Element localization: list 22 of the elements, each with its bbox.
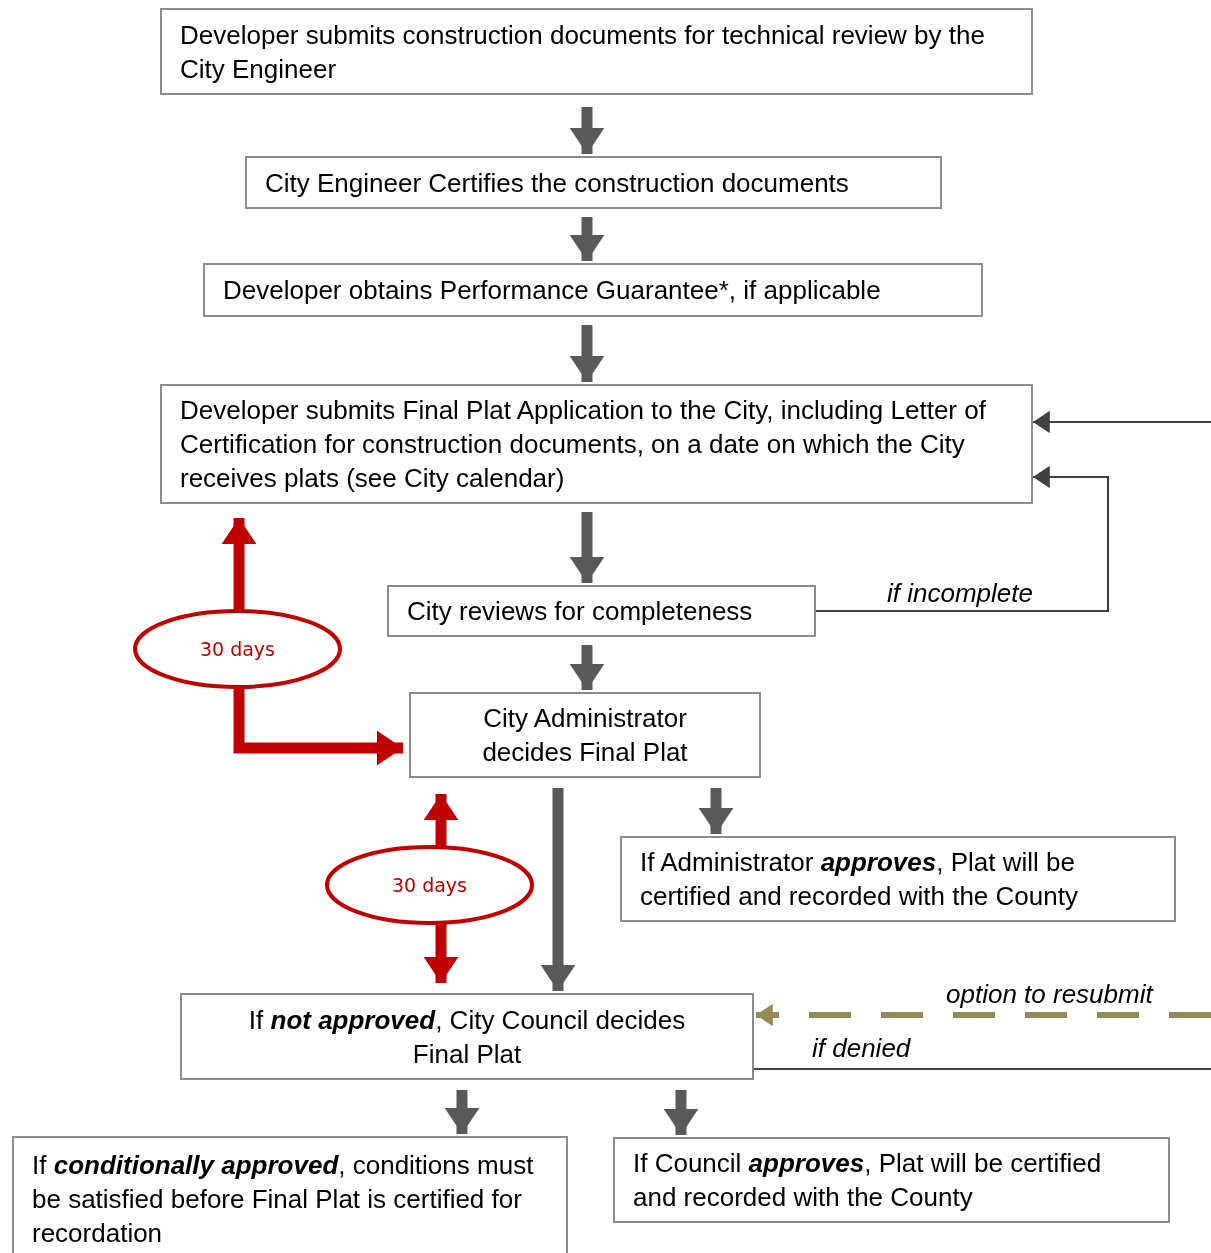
process-box	[180, 993, 754, 1080]
duration-label: 30 days	[199, 638, 276, 660]
process-box	[12, 1136, 568, 1253]
step-text: Developer submits Final Plat Application to the City, including Letter of Certification for construction documents, on a date on which the City receives plats (see City calendar)	[180, 394, 987, 495]
step-text: City Engineer Certifies the construction documents	[265, 166, 849, 200]
step-text: City Administrator decides Final Plat	[481, 702, 689, 769]
duration-label: 30 days	[391, 874, 468, 896]
process-box	[160, 8, 1033, 95]
process-box	[387, 585, 816, 637]
step-text: Developer obtains Performance Guarantee*, if applicable	[223, 274, 881, 307]
step-text: If Administrator approves, Plat will be certified and recorded with the County	[640, 846, 1079, 913]
process-box	[409, 692, 761, 778]
process-box	[613, 1137, 1170, 1223]
step-text: If Council approves, Plat will be certified and recorded with the County	[633, 1147, 1103, 1214]
process-box	[620, 836, 1176, 922]
process-box	[160, 384, 1033, 504]
step-text: City reviews for completeness	[407, 595, 753, 628]
step-text: If conditionally approved, conditions must be satisfied before Final Plat is certified for recordation	[32, 1149, 535, 1250]
step-text: Developer submits construction documents for technical review by the City Engineer	[180, 18, 986, 86]
process-box	[245, 156, 942, 209]
step-text: If not approved, City Council decides Final Plat	[247, 1003, 687, 1071]
process-box	[203, 263, 983, 317]
